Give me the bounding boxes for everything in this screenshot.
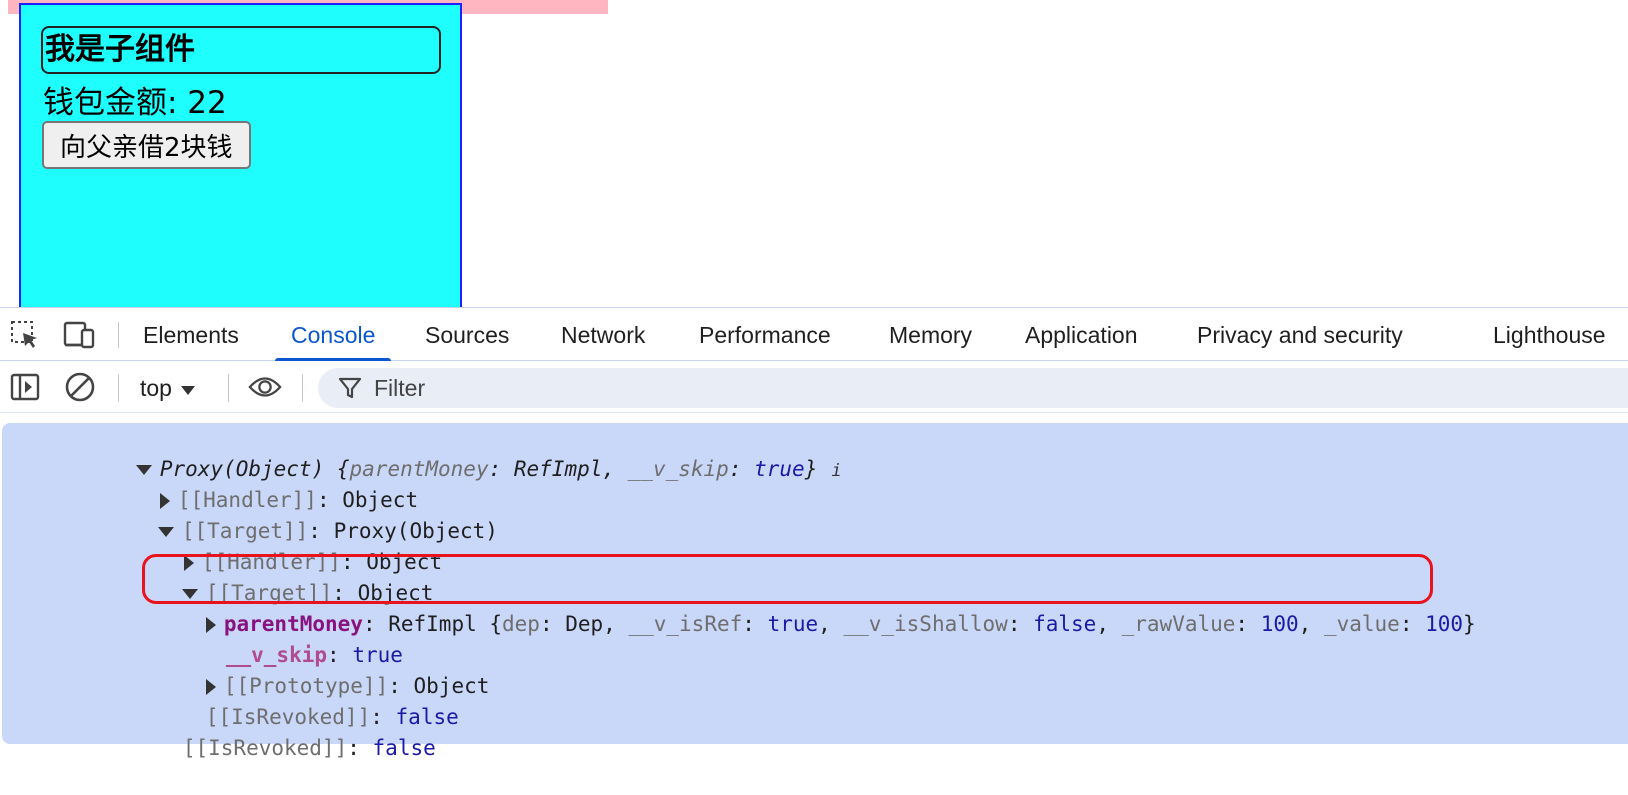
refimpl-suffix: }: [1463, 612, 1476, 636]
tab-elements[interactable]: Elements: [143, 322, 239, 348]
sep: :: [1235, 612, 1261, 636]
isrevoked-key: [[IsRevoked]]: [182, 736, 348, 760]
info-icon[interactable]: i: [831, 461, 842, 481]
sep: :: [347, 736, 373, 760]
chevron-down-icon: [180, 373, 196, 403]
collapse-triangle-icon[interactable]: [135, 465, 152, 475]
root-key-parentmoney: parentMoney: [349, 457, 489, 481]
tab-sources[interactable]: Sources: [425, 322, 510, 348]
devtools-panel: Elements Console Sources Network Perform…: [0, 307, 1628, 762]
filter-icon: [338, 376, 362, 405]
tab-console[interactable]: Console: [274, 308, 392, 362]
comma: ,: [1096, 612, 1122, 636]
context-label: top: [140, 375, 172, 401]
rawvalue-value: 100: [1260, 612, 1299, 636]
expand-triangle-icon[interactable]: [205, 617, 216, 633]
sep: :: [370, 705, 396, 729]
expand-triangle-icon[interactable]: [159, 493, 170, 509]
root-value-vskip: true: [754, 457, 805, 481]
toolbar-divider: [228, 374, 229, 402]
tree-row-isrevoked[interactable]: [[IsRevoked]]: false: [130, 671, 459, 729]
sep: :: [327, 643, 353, 667]
target-value: : Proxy(Object): [308, 519, 498, 543]
device-toolbar-icon[interactable]: [62, 318, 96, 352]
vskip-key: __v_skip: [225, 643, 328, 667]
sep: :: [1399, 612, 1426, 636]
tree-row-vskip[interactable]: __v_skip: true: [150, 609, 403, 667]
child-component-box: 我是子组件 钱包金额: 22 向父亲借2块钱: [19, 3, 462, 307]
console-object-root[interactable]: Proxy(Object) {parentMoney: RefImpl, __v…: [60, 423, 842, 481]
tree-row-target[interactable]: [[Target]]: Proxy(Object): [82, 485, 498, 543]
tab-memory[interactable]: Memory: [889, 322, 973, 348]
root-key-vskip: __v_skip: [627, 457, 729, 481]
collapse-triangle-icon[interactable]: [181, 589, 198, 599]
tree-row-target[interactable]: [[Target]]: Object: [106, 547, 433, 605]
expand-triangle-icon[interactable]: [183, 555, 194, 571]
dep-value: : Dep,: [539, 612, 629, 636]
console-toolbar: top Filter: [0, 361, 1628, 413]
tab-network[interactable]: Network: [561, 322, 646, 348]
page-viewport: 我是子组件 钱包金额: 22 向父亲借2块钱: [0, 0, 1628, 307]
isshallow-key: __v_isShallow: [843, 612, 1008, 636]
tab-privacy-security[interactable]: Privacy and security: [1197, 322, 1403, 348]
tree-row-handler[interactable]: [[Handler]]: Object: [84, 454, 418, 512]
filter-input[interactable]: Filter: [318, 368, 1628, 408]
devtools-tabbar: Elements Console Sources Network Perform…: [0, 307, 1628, 362]
comma: ,: [818, 612, 844, 636]
isshallow-value: false: [1033, 612, 1097, 636]
root-sep: :: [728, 457, 755, 481]
handler-value: : Object: [316, 488, 419, 512]
clear-console-icon[interactable]: [63, 370, 97, 404]
toolbar-divider: [118, 374, 119, 402]
root-prefix: Proxy(Object) {: [159, 457, 350, 481]
console-output: Proxy(Object) {parentMoney: RefImpl, __v…: [2, 423, 1628, 760]
tab-divider: [118, 322, 119, 348]
rawvalue-key: _rawValue: [1121, 612, 1236, 636]
toolbar-divider: [302, 374, 303, 402]
refimpl-prefix: : RefImpl {: [362, 612, 503, 636]
target-key: [[Target]]: [181, 519, 309, 543]
filter-placeholder: Filter: [374, 375, 426, 401]
root-sep: : RefImpl,: [488, 457, 628, 481]
value-key: _value: [1323, 612, 1400, 636]
value-value: 100: [1425, 612, 1464, 636]
tree-row-prototype[interactable]: [[Prototype]]: Object: [130, 640, 489, 698]
isrevoked-value: false: [372, 736, 436, 760]
isref-value: true: [767, 612, 819, 636]
parentmoney-key: parentMoney: [223, 612, 363, 636]
prototype-key: [[Prototype]]: [223, 674, 389, 698]
vskip-value: true: [352, 643, 403, 667]
tab-performance[interactable]: Performance: [699, 322, 831, 348]
context-selector[interactable]: top: [140, 373, 196, 403]
sep: :: [742, 612, 768, 636]
eye-icon[interactable]: [248, 370, 282, 404]
borrow-money-button[interactable]: 向父亲借2块钱: [42, 121, 251, 169]
wallet-amount-text: 钱包金额: 22: [43, 85, 227, 121]
prototype-value: : Object: [388, 674, 490, 698]
dep-key: dep: [502, 612, 540, 636]
child-component-title: 我是子组件: [41, 26, 441, 74]
inspect-element-icon[interactable]: [8, 318, 42, 352]
tree-row-parentmoney[interactable]: parentMoney: RefImpl {dep: Dep, __v_isRe…: [130, 578, 1476, 636]
isrevoked-key: [[IsRevoked]]: [205, 705, 371, 729]
tree-row-handler[interactable]: [[Handler]]: Object: [108, 516, 442, 574]
sidebar-toggle-icon[interactable]: [8, 370, 42, 404]
tree-row-isrevoked[interactable]: [[IsRevoked]]: false: [107, 702, 436, 760]
sep: :: [1007, 612, 1034, 636]
tab-application[interactable]: Application: [1025, 322, 1138, 348]
expand-triangle-icon[interactable]: [205, 679, 216, 695]
handler-key: [[Handler]]: [177, 488, 317, 512]
comma: ,: [1298, 612, 1324, 636]
root-suffix: }: [804, 457, 818, 481]
isrevoked-value: false: [395, 705, 459, 729]
isref-key: __v_isRef: [628, 612, 743, 636]
tab-lighthouse[interactable]: Lighthouse: [1493, 322, 1606, 348]
collapse-triangle-icon[interactable]: [157, 527, 174, 537]
